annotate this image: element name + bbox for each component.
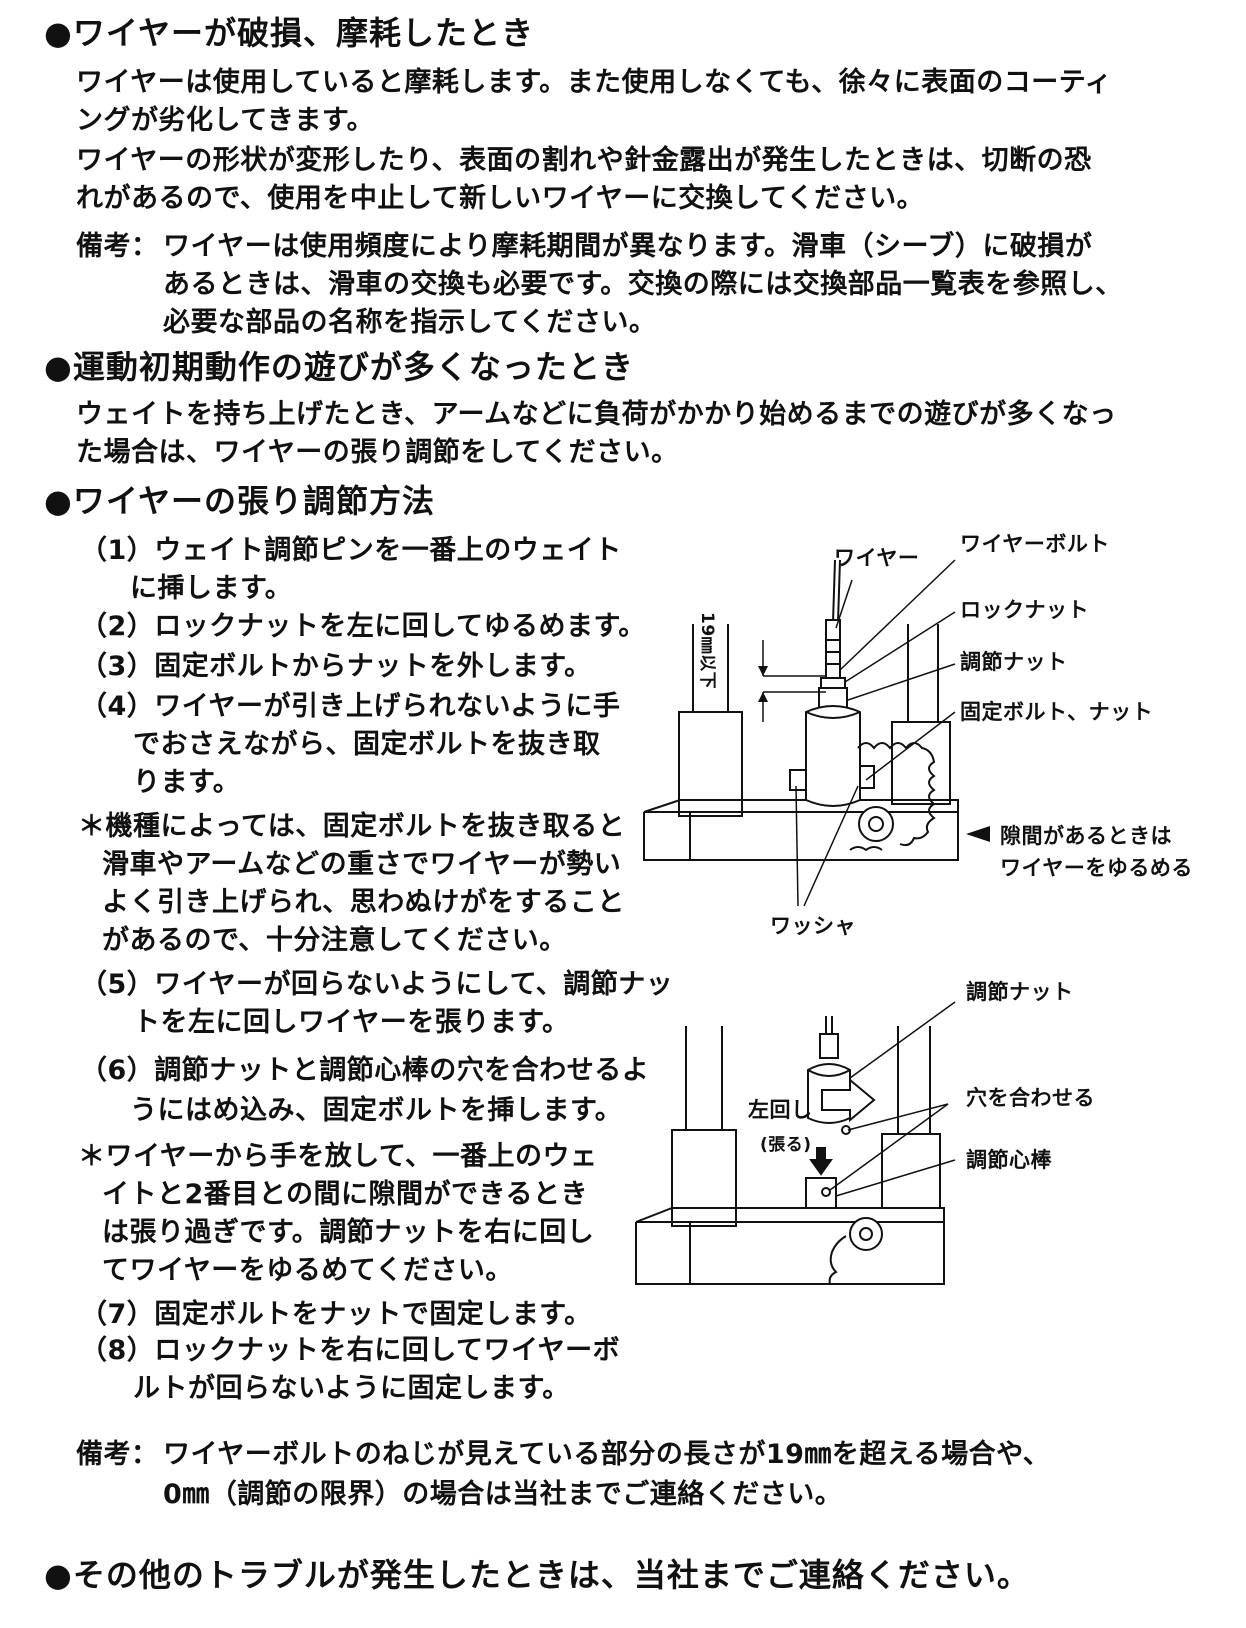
note-label: 備考： [76, 231, 159, 262]
label-gap-note: ワイヤーをゆるめる [1000, 856, 1193, 880]
step-line: （4）ワイヤーが引き上げられないように手 [80, 691, 621, 722]
label-align-holes: 穴を合わせる [966, 1086, 1095, 1110]
caution-line: ＊機種によっては、固定ボルトを抜き取ると [78, 811, 626, 842]
step-line: トを左に回しワイヤーを張ります。 [133, 1007, 570, 1038]
step-line: （1）ウェイト調節ピンを一番上のウェイト [80, 535, 622, 566]
step-line: ルトが回らないように固定します。 [133, 1373, 570, 1404]
caution-line: イトと2番目との間に隙間ができるとき [102, 1179, 588, 1210]
step-line: （8）ロックナットを右に回してワイヤーボ [80, 1335, 621, 1366]
caution-line: ＊ワイヤーから手を放して、一番上のウェ [78, 1141, 598, 1172]
label-turn-left: 左回し [748, 1098, 813, 1122]
paragraph-line: ウェイトを持ち上げたとき、アームなどに負荷がかかり始めるまでの遊びが多くなっ [76, 399, 1117, 430]
note-label: 備考： [76, 1439, 159, 1470]
note-line: ワイヤーは使用頻度により摩耗期間が異なります。滑車（シーブ）に破損が [163, 231, 1093, 262]
label-fixing-bolt-nut: 固定ボルト、ナット [960, 700, 1154, 724]
label-dimension: 19㎜以下 [697, 612, 717, 690]
label-adjust-core: 調節心棒 [966, 1148, 1052, 1172]
step-line: ります。 [133, 767, 241, 798]
label-wire-bolt: ワイヤーボルト [960, 532, 1110, 556]
note-line: 必要な部品の名称を指示してください。 [163, 307, 657, 338]
paragraph-line: ングが劣化してきます。 [76, 105, 375, 136]
label-tighten: (張る) [760, 1135, 812, 1155]
caution-line: 滑車やアームなどの重さでワイヤーが勢い [102, 849, 622, 880]
heading-other: ●その他のトラブルが発生したときは、当社までご連絡ください。 [44, 1556, 1030, 1594]
paragraph-line: ワイヤーの形状が変形したり、表面の割れや針金露出が発生したときは、切断の恐 [76, 145, 1092, 176]
label-adjust-nut: 調節ナット [960, 650, 1068, 674]
step-line: （7）固定ボルトをナットで固定します。 [80, 1299, 592, 1330]
step-line: （3）固定ボルトからナットを外します。 [80, 651, 592, 682]
heading-play: ●運動初期動作の遊びが多くなったとき [44, 348, 634, 386]
paragraph-line: ワイヤーは使用していると摩耗します。また使用しなくても、徐々に表面のコーティ [76, 67, 1113, 98]
note-line: 0㎜（調節の限界）の場合は当社までご連絡ください。 [163, 1479, 843, 1510]
step-line: うにはめ込み、固定ボルトを挿します。 [130, 1095, 623, 1126]
step-line: （5）ワイヤーが回らないようにして、調節ナッ [80, 969, 674, 1000]
paragraph-line: れがあるので、使用を中止して新しいワイヤーに交換してください。 [76, 183, 925, 214]
label-washer: ワッシャ [770, 914, 856, 938]
label-lock-nut: ロックナット [960, 598, 1089, 622]
paragraph-line: た場合は、ワイヤーの張り調節をしてください。 [76, 437, 679, 468]
label-adjust-nut: 調節ナット [966, 980, 1074, 1004]
note-line: ワイヤーボルトのねじが見えている部分の長さが19㎜を超える場合や、 [163, 1439, 1051, 1470]
caution-line: は張り過ぎです。調節ナットを右に回し [102, 1217, 595, 1248]
step-line: でおさえながら、固定ボルトを抜き取 [133, 729, 601, 760]
caution-line: よく引き上げられ、思わぬけがをすること [102, 887, 625, 918]
step-line: （6）調節ナットと調節心棒の穴を合わせるよ [80, 1055, 650, 1086]
heading-wire-damage: ●ワイヤーが破損、摩耗したとき [44, 14, 534, 52]
heading-tension: ●ワイヤーの張り調節方法 [44, 482, 435, 520]
label-gap-note: 隙間があるときは [1000, 824, 1172, 848]
step-line: に挿します。 [130, 573, 293, 604]
label-wire: ワイヤー [834, 546, 920, 570]
note-line: あるときは、滑車の交換も必要です。交換の際には交換部品一覧表を参照し、 [163, 269, 1123, 300]
caution-line: てワイヤーをゆるめてください。 [102, 1255, 513, 1286]
caution-line: があるので、十分注意してください。 [102, 925, 567, 956]
step-line: （2）ロックナットを左に回してゆるめます。 [80, 611, 646, 642]
